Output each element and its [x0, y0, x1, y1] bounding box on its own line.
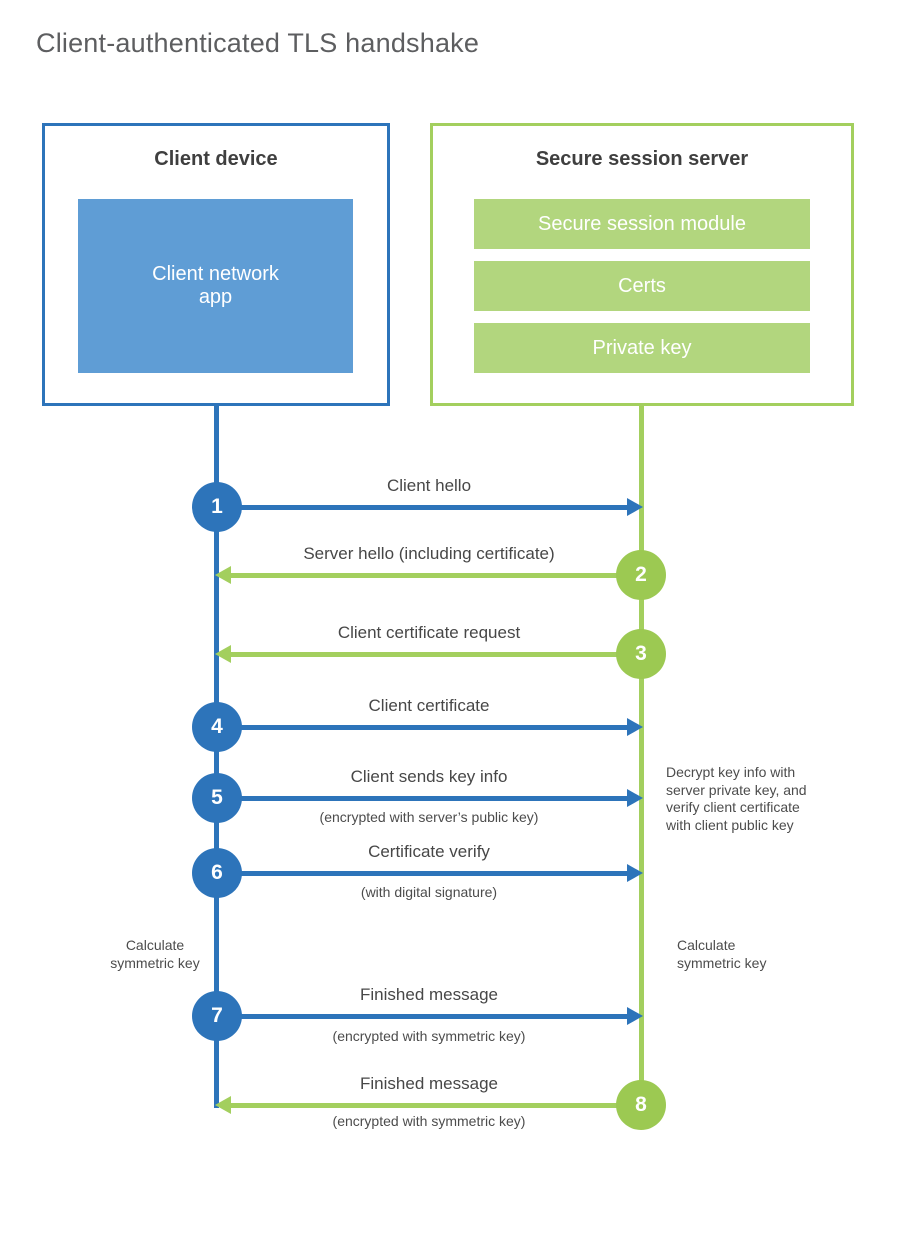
step-circle-7: 7 [192, 991, 242, 1041]
step-8-sublabel: (encrypted with symmetric key) [332, 1113, 526, 1129]
secure-session-server-box: Secure session server Secure session mod… [430, 123, 854, 406]
calculate-symmetric-key-right: Calculate symmetric key [677, 937, 767, 971]
arrow-step-2 [231, 573, 641, 578]
arrow-head-right-icon [627, 864, 643, 882]
client-network-app-box: Client network app [78, 199, 353, 373]
step-circle-6: 6 [192, 848, 242, 898]
server-title: Secure session server [535, 148, 749, 170]
step-2-label: Server hello (including certificate) [303, 544, 555, 563]
step-1-label: Client hello [386, 476, 472, 495]
step-6-sublabel: (with digital signature) [360, 884, 498, 900]
calculate-symmetric-key-left: Calculate symmetric key [110, 937, 200, 971]
step-7-label: Finished message [360, 985, 498, 1004]
arrow-head-right-icon [627, 1007, 643, 1025]
secure-session-module-box: Secure session module [474, 199, 810, 249]
arrow-head-right-icon [627, 718, 643, 736]
arrow-head-right-icon [627, 789, 643, 807]
arrow-head-right-icon [627, 498, 643, 516]
step-4-label: Client certificate [368, 696, 490, 715]
step-circle-1: 1 [192, 482, 242, 532]
step-circle-5: 5 [192, 773, 242, 823]
arrow-step-4 [217, 725, 629, 730]
arrow-step-7 [217, 1014, 629, 1019]
client-lifeline [214, 406, 219, 1108]
step-5-sublabel: (encrypted with server’s public key) [319, 809, 539, 825]
arrow-step-8 [231, 1103, 641, 1108]
certs-box: Certs [474, 261, 810, 311]
step-8-label: Finished message [360, 1074, 498, 1093]
server-lifeline [639, 406, 644, 1105]
client-device-box: Client device Client network app [42, 123, 390, 406]
private-key-box: Private key [474, 323, 810, 373]
decrypt-note: Decrypt key info with server private key… [666, 764, 807, 833]
arrow-step-3 [231, 652, 641, 657]
step-circle-3: 3 [616, 629, 666, 679]
step-7-sublabel: (encrypted with symmetric key) [332, 1028, 526, 1044]
arrow-head-left-icon [215, 645, 231, 663]
arrow-step-1 [217, 505, 629, 510]
arrow-step-6 [217, 871, 629, 876]
step-5-label: Client sends key info [350, 767, 508, 786]
step-3-label: Client certificate request [337, 623, 521, 642]
arrow-head-left-icon [215, 566, 231, 584]
arrow-step-5 [217, 796, 629, 801]
step-circle-2: 2 [616, 550, 666, 600]
step-6-label: Certificate verify [368, 842, 490, 861]
step-circle-4: 4 [192, 702, 242, 752]
arrow-head-left-icon [215, 1096, 231, 1114]
step-circle-8: 8 [616, 1080, 666, 1130]
page-title: Client-authenticated TLS handshake [36, 28, 480, 58]
client-device-title: Client device [154, 148, 278, 170]
